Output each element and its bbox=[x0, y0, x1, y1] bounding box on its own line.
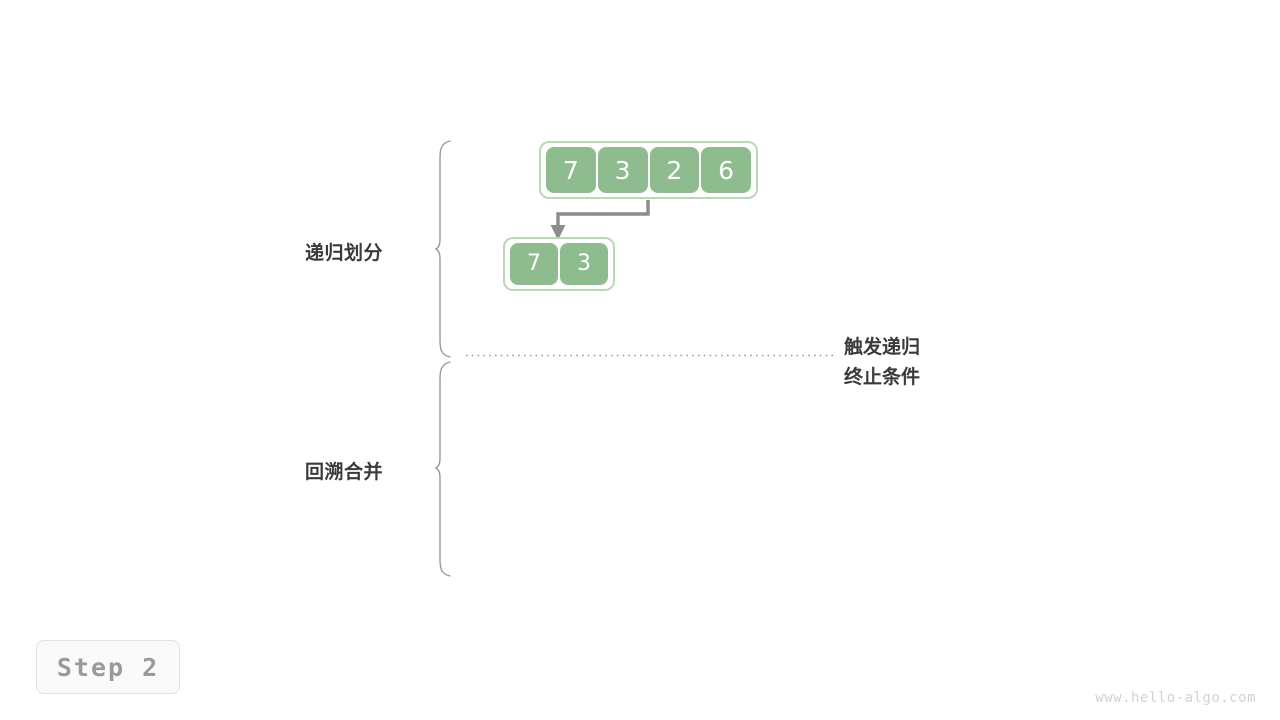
array-cell: 6 bbox=[701, 147, 751, 193]
array-cell: 2 bbox=[649, 147, 700, 193]
split-arrow bbox=[550, 200, 650, 240]
brace-divide bbox=[434, 140, 451, 358]
brace-merge bbox=[434, 361, 451, 577]
left-subarray: 7 3 bbox=[503, 237, 615, 291]
note-line-1: 触发递归 bbox=[844, 336, 921, 358]
array-cell: 7 bbox=[510, 243, 558, 285]
phase-label-merge: 回溯合并 bbox=[305, 461, 384, 483]
array-cell: 3 bbox=[560, 243, 608, 285]
root-array: 7 3 2 6 bbox=[539, 141, 758, 199]
step-badge: Step 2 bbox=[36, 640, 180, 694]
array-cell: 7 bbox=[546, 147, 596, 193]
note-line-2: 终止条件 bbox=[844, 366, 921, 388]
phase-label-divide: 递归划分 bbox=[305, 242, 384, 264]
array-cell: 3 bbox=[597, 147, 648, 193]
recursion-termination-note: 触发递归 终止条件 bbox=[844, 332, 920, 392]
watermark: www.hello-algo.com bbox=[1095, 690, 1256, 706]
